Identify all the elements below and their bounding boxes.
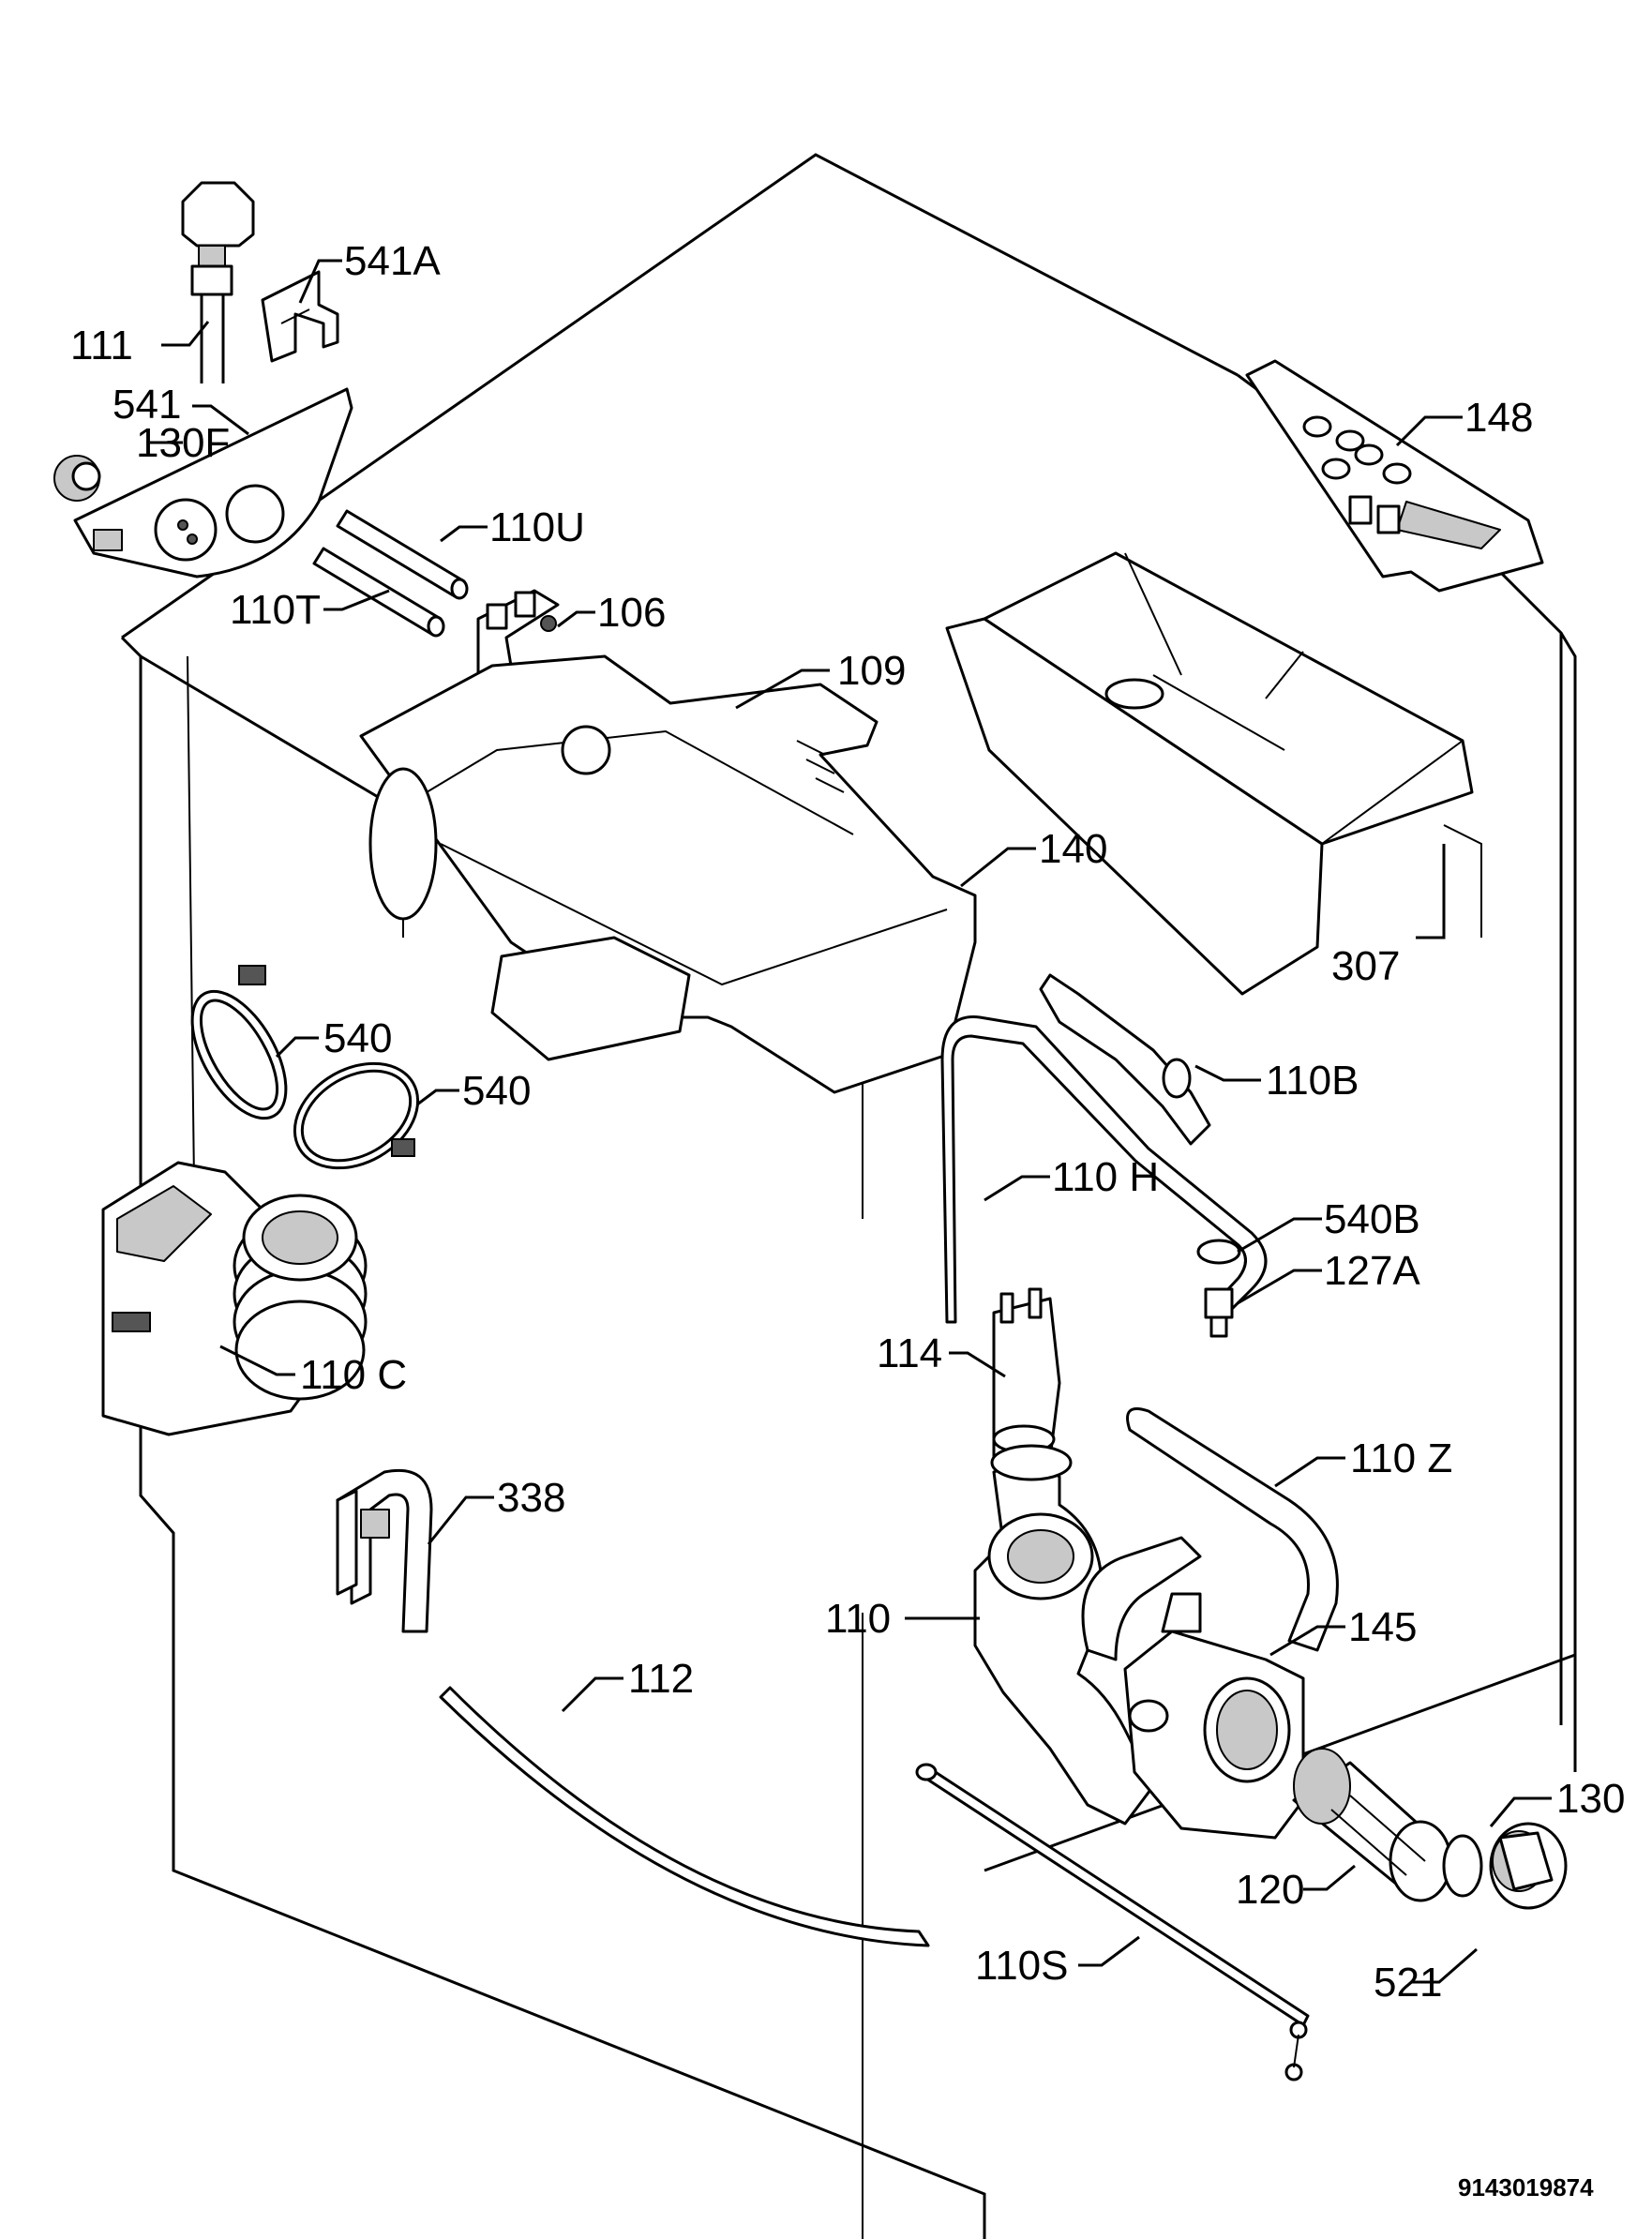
label-521: 521 [1374, 1960, 1442, 2006]
bellows-hose-part-110C [101, 1161, 368, 1436]
part-labels: 541A 111 541 130F 110U 110T 106 109 148 … [70, 238, 1625, 2201]
u-bracket-part-338 [336, 1468, 433, 1633]
label-541: 541 [113, 382, 181, 428]
label-541A: 541A [344, 238, 441, 284]
label-130F: 130F [136, 420, 230, 466]
panel-part-541 [73, 387, 353, 579]
clamps-part-540 [190, 965, 420, 1170]
label-140: 140 [1039, 826, 1107, 872]
label-540-lower: 540 [462, 1068, 531, 1114]
label-145: 145 [1348, 1604, 1417, 1650]
label-148: 148 [1464, 395, 1533, 441]
label-540B: 540B [1324, 1196, 1420, 1242]
label-110B: 110B [1266, 1058, 1359, 1104]
label-120: 120 [1236, 1867, 1304, 1913]
o-ring-part-130 [1442, 1834, 1483, 1898]
tubes-part-110U-110T [312, 509, 469, 638]
label-110H: 110 H [1052, 1154, 1159, 1200]
label-112: 112 [628, 1656, 694, 1702]
drawing-code: 9143019874 [1458, 2173, 1594, 2201]
label-110U: 110U [489, 504, 585, 550]
label-110S: 110S [975, 1943, 1069, 1989]
inlet-hose-part-111 [181, 181, 255, 383]
label-338: 338 [497, 1475, 565, 1521]
clip-part-541A [261, 270, 339, 363]
hose-part-110B [1039, 973, 1211, 1146]
dispenser-housing-part-109 [359, 654, 977, 1094]
label-130: 130 [1556, 1776, 1625, 1822]
label-110C: 110 C [300, 1352, 407, 1398]
label-110: 110 [825, 1596, 891, 1642]
fittings-part-540B-127A [1196, 1239, 1241, 1338]
grommet-part-130F [53, 455, 101, 502]
leader-lines [150, 259, 1552, 1984]
drawer-part-307 [945, 551, 1474, 996]
label-110T: 110T [230, 587, 321, 633]
lid-part-148 [1245, 359, 1544, 593]
hose-part-112 [439, 1686, 930, 1947]
label-109: 109 [837, 648, 906, 694]
label-111: 111 [70, 323, 133, 368]
filter-part-120 [1292, 1748, 1452, 1902]
label-540-upper: 540 [323, 1015, 392, 1061]
cap-part-521 [1489, 1822, 1568, 1910]
label-307: 307 [1331, 943, 1400, 989]
label-106: 106 [597, 590, 666, 636]
label-114: 114 [877, 1330, 942, 1376]
pump-part-145 [1123, 1592, 1305, 1840]
hose-part-110Z [1126, 1407, 1339, 1652]
sump-hose-part-110 [973, 1444, 1202, 1826]
rod-part-110S [915, 1763, 1310, 2081]
label-127A: 127A [1324, 1248, 1420, 1294]
label-110Z: 110 Z [1350, 1435, 1452, 1481]
